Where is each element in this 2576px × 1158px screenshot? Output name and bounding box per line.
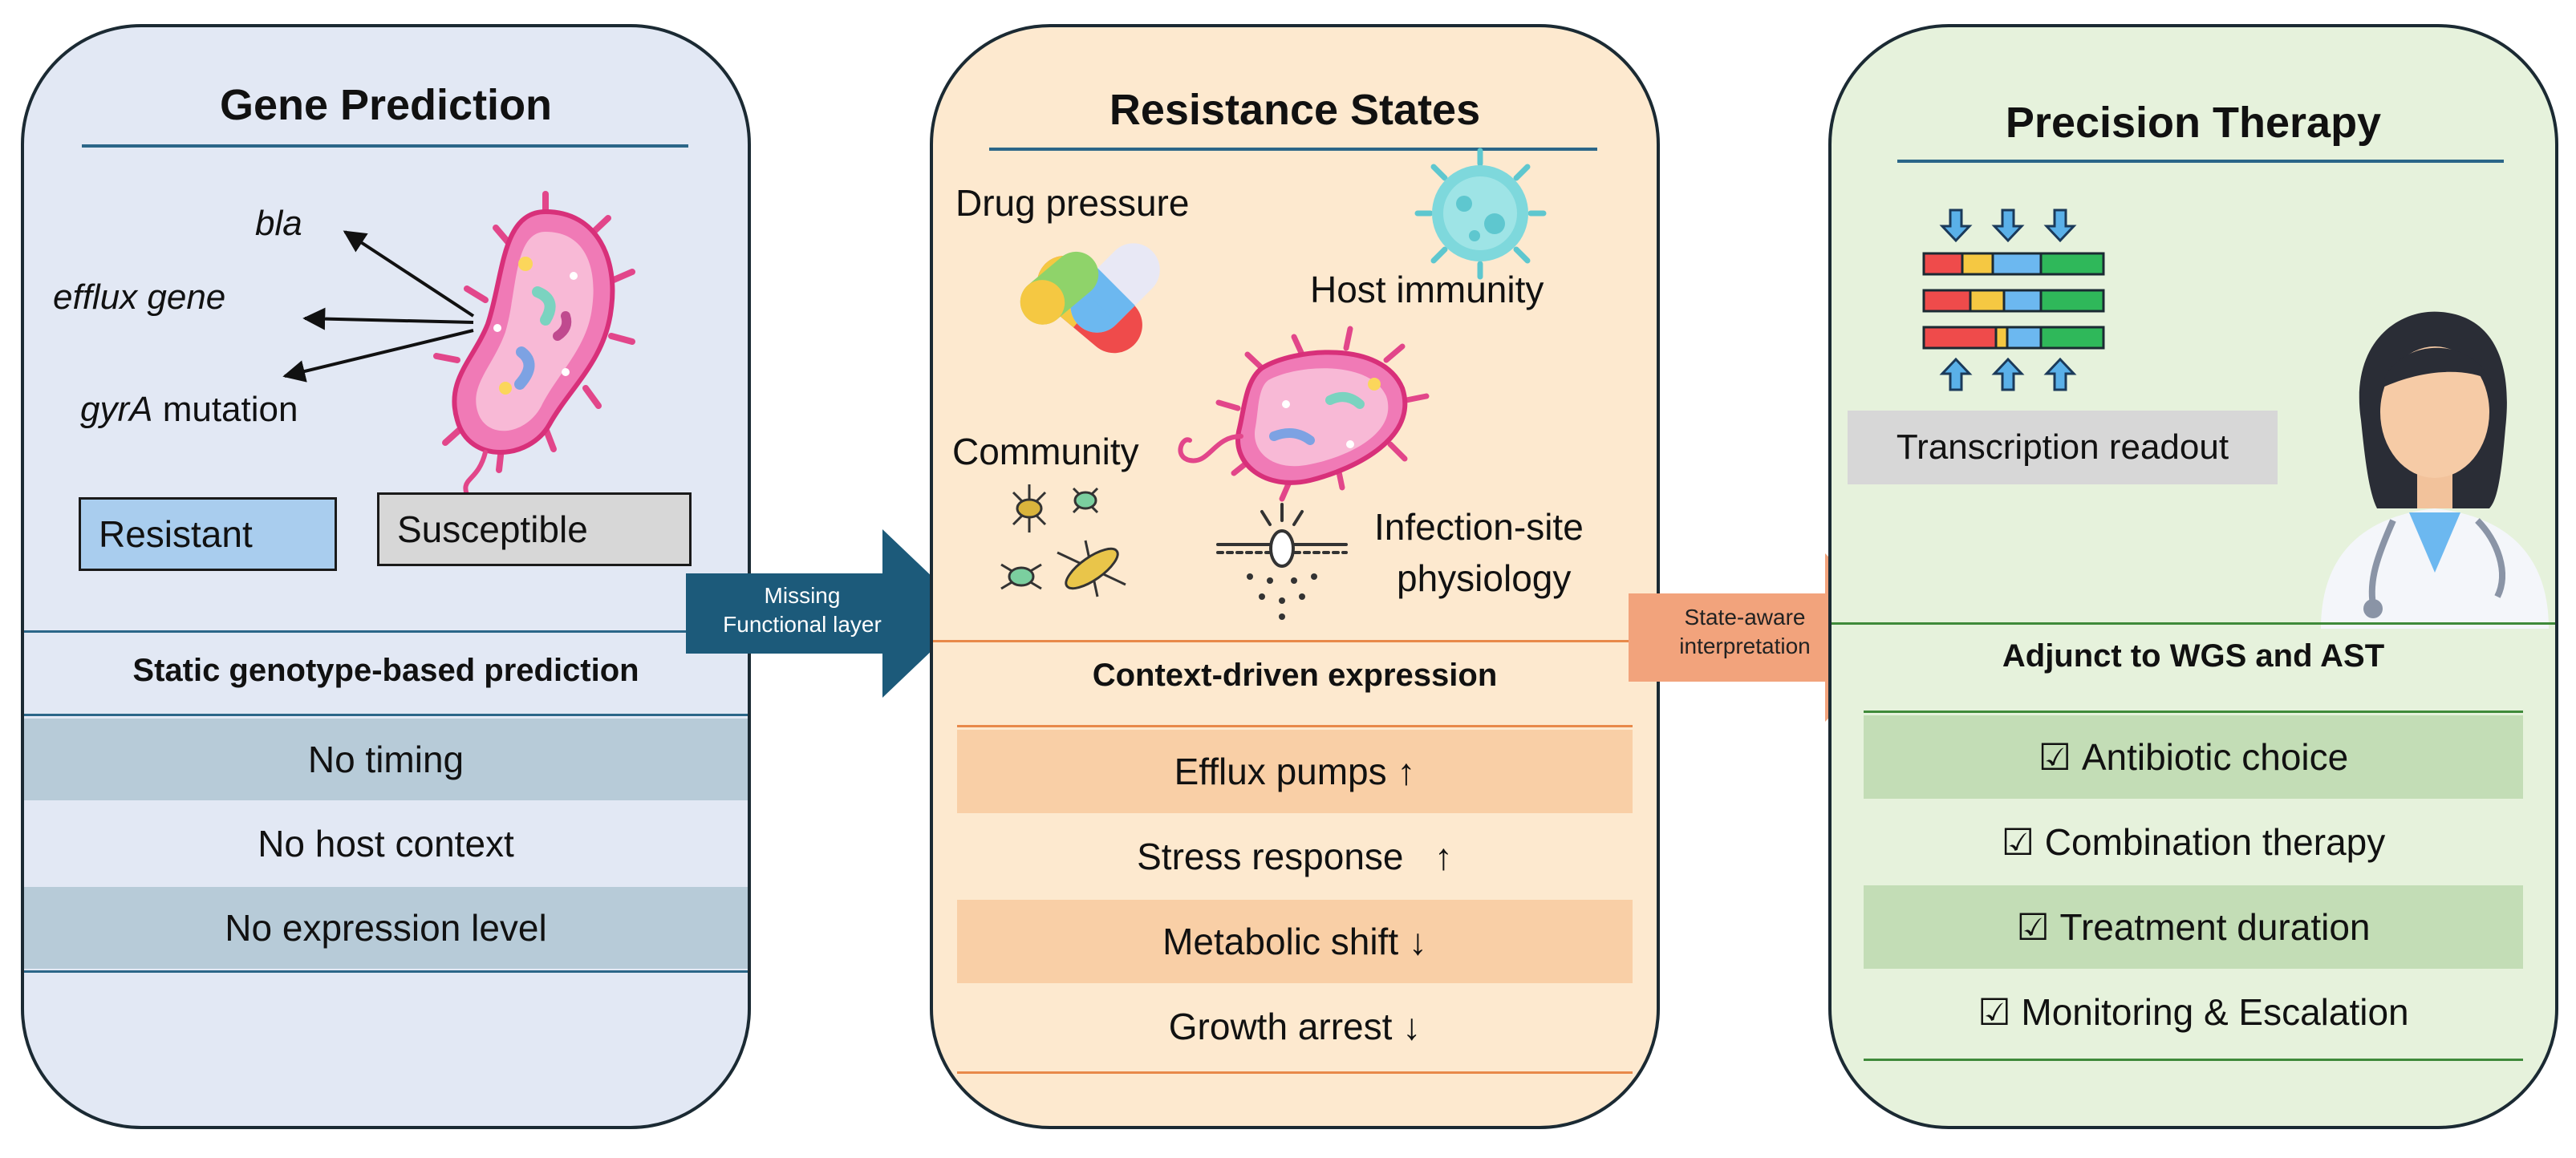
resistance-states-panel: Resistance States Drug pressure Ho	[930, 24, 1660, 1129]
gene-prediction-subtitle: Static genotype-based prediction	[132, 653, 639, 688]
limitation-row: No expression level	[24, 887, 748, 969]
therapy-item: ☑ Antibiotic choice	[1864, 715, 2523, 799]
transcription-readout-icon	[1922, 209, 2105, 391]
arrow2-label-line1: State-aware	[1684, 605, 1806, 630]
arrow2-label: State-aware interpretation	[1637, 603, 1853, 661]
title-divider	[1897, 160, 2504, 163]
transcription-readout-label: Transcription readout	[1848, 411, 2278, 484]
limitation-row: No timing	[24, 719, 748, 800]
arrow-down-icon: ↓	[1408, 921, 1427, 962]
therapy-item: ☑ Treatment duration	[1864, 885, 2523, 969]
gene-prediction-title: Gene Prediction	[219, 81, 553, 129]
arrow-up-icon: ↑	[1397, 751, 1416, 792]
expression-row: Efflux pumps ↑	[957, 730, 1633, 813]
precision-therapy-subtitle: Adjunct to WGS and AST	[2002, 638, 2385, 674]
factor-infection-site-line1: Infection-site	[1374, 506, 1584, 548]
resistance-states-subtitle: Context-driven expression	[1092, 658, 1498, 693]
expression-row: Growth arrest ↓	[1168, 1006, 1422, 1047]
bacterium-illustration	[1178, 326, 1430, 502]
arrow-down-icon: ↓	[1402, 1006, 1422, 1047]
precision-therapy-title: Precision Therapy	[2005, 99, 2382, 147]
factor-infection-site-line2: physiology	[1397, 557, 1572, 599]
factor-host-immunity: Host immunity	[1310, 269, 1544, 310]
section-divider	[1832, 622, 2555, 625]
missing-functional-layer-arrow	[686, 529, 971, 698]
expressions-bottom-rule	[957, 1071, 1633, 1074]
arrow2-label-line2: interpretation	[1679, 634, 1811, 658]
title-divider	[82, 144, 688, 148]
expression-row: Stress response ↑	[1137, 836, 1453, 877]
gene-label-bla: bla	[255, 204, 302, 243]
checkbox-icon: ☑	[2001, 821, 2034, 863]
gene-arrows	[282, 230, 475, 383]
arrow-up-icon: ↑	[1434, 836, 1453, 877]
limitations-bottom-rule	[24, 970, 748, 973]
virus-icon	[1414, 148, 1547, 280]
doctor-avatar	[2321, 311, 2549, 629]
microbial-community-icon	[1000, 484, 1126, 597]
expression-row: Metabolic shift ↓	[957, 900, 1633, 983]
checkbox-icon: ☑	[2038, 736, 2072, 778]
section-divider	[933, 640, 1657, 642]
arrow1-label-line2: Functional layer	[723, 612, 882, 637]
checkbox-icon: ☑	[1978, 991, 2011, 1033]
therapy-item: ☑ Combination therapy	[2001, 821, 2386, 863]
section-divider	[24, 630, 748, 633]
checkbox-icon: ☑	[2016, 906, 2050, 948]
title-divider	[989, 148, 1597, 151]
expressions-top-rule	[957, 725, 1633, 727]
bacterium-illustration	[433, 191, 635, 518]
gene-label-gyra: gyrA mutation	[80, 390, 298, 429]
infection-site-icon	[1216, 503, 1348, 620]
resistance-states-title: Resistance States	[1109, 86, 1481, 134]
gene-label-efflux: efflux gene	[53, 277, 226, 317]
gene-prediction-panel: Gene Prediction bla efflux gene gyrA mut…	[21, 24, 751, 1129]
therapy-item: ☑ Monitoring & Escalation	[1978, 991, 2409, 1033]
limitation-row: No host context	[258, 823, 514, 864]
limitations-top-rule	[24, 714, 748, 716]
arrow1-label-line1: Missing	[764, 583, 841, 608]
factor-community: Community	[952, 431, 1139, 472]
precision-therapy-panel: Precision Therapy Transcription readout …	[1828, 24, 2558, 1129]
resistant-box: Resistant	[79, 497, 337, 571]
items-bottom-rule	[1864, 1059, 2523, 1061]
susceptible-box: Susceptible	[377, 492, 692, 566]
arrow1-label: Missing Functional layer	[686, 581, 919, 639]
pills-icon	[1020, 243, 1160, 354]
factor-drug-pressure: Drug pressure	[955, 182, 1190, 224]
items-top-rule	[1864, 711, 2523, 713]
